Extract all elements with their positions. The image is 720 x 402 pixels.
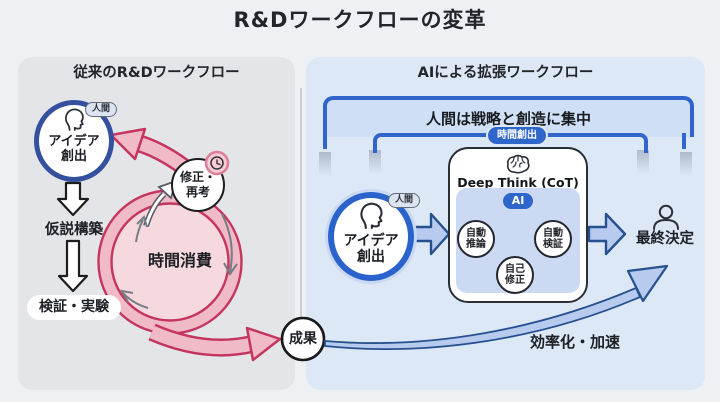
head-icon — [358, 201, 384, 233]
auto-reasoning-line2: 推論 — [466, 239, 486, 250]
result-node-circle — [280, 316, 326, 362]
time-consumption-label: 時間消費 — [147, 251, 212, 270]
person-icon — [653, 204, 679, 230]
ai-badge: AI — [502, 192, 534, 210]
page-title: R&Dワークフローの変革 — [233, 8, 487, 32]
panel-divider — [300, 88, 302, 345]
self-correction-node: 自己 修正 — [496, 256, 534, 294]
banner-text: 人間は戦略と創造に集中 — [425, 110, 591, 128]
human-badge: 人間 — [85, 102, 118, 117]
brain-icon — [505, 154, 531, 178]
loop-to-result-arrow — [148, 323, 282, 362]
leg-shadow — [369, 150, 381, 174]
banner-leg-right — [682, 133, 686, 149]
down-arrow-2 — [57, 239, 89, 293]
auto-reasoning-line1: 自動 — [466, 227, 486, 239]
hypothesis-label: 仮説構築 — [45, 222, 103, 238]
head-icon — [63, 107, 85, 135]
auto-verification-line1: 自動 — [543, 227, 563, 239]
result-label: 成果 — [289, 331, 317, 347]
self-correction-line2: 修正 — [505, 275, 525, 286]
rework-line1: 修正・ — [179, 170, 216, 184]
idea-label-line2: 創出 — [60, 148, 87, 164]
final-decision-label: 最終決定 — [636, 231, 694, 247]
result-to-final-swoosh-arrow — [324, 264, 669, 350]
time-creation-badge: 時間創出 — [486, 125, 548, 146]
rework-line2: 再考 — [185, 185, 210, 199]
self-correction-line1: 自己 — [505, 263, 525, 275]
idea-to-deepthink-arrow — [410, 212, 451, 256]
idea-label-line2: 創出 — [357, 249, 385, 266]
leg-shadow — [680, 152, 692, 176]
idea-label-line1: アイデア — [48, 134, 100, 149]
deep-think-title: Deep Think (CoT) — [457, 175, 579, 190]
clock-icon — [204, 150, 230, 176]
idea-label-line1: アイデア — [343, 233, 399, 249]
leg-shadow — [637, 150, 649, 174]
auto-verification-node: 自動 検証 — [534, 220, 572, 258]
banner-leg-left — [323, 133, 327, 149]
auto-verification-line2: 検証 — [543, 239, 563, 250]
human-badge: 人間 — [388, 193, 421, 208]
leg-shadow — [319, 152, 331, 176]
speedup-label: 効率化・加速 — [529, 333, 620, 351]
deepthink-to-final-arrow — [587, 212, 627, 256]
rework-label: 修正・ 再考 — [170, 170, 226, 200]
auto-reasoning-node: 自動 推論 — [457, 220, 495, 258]
experiment-label: 検証・実験 — [27, 295, 121, 320]
down-arrow-1 — [56, 181, 90, 217]
right-panel-title: AIによる拡張ワークフロー — [417, 65, 594, 81]
left-panel-title: 従来のR&Dワークフロー — [73, 65, 240, 81]
